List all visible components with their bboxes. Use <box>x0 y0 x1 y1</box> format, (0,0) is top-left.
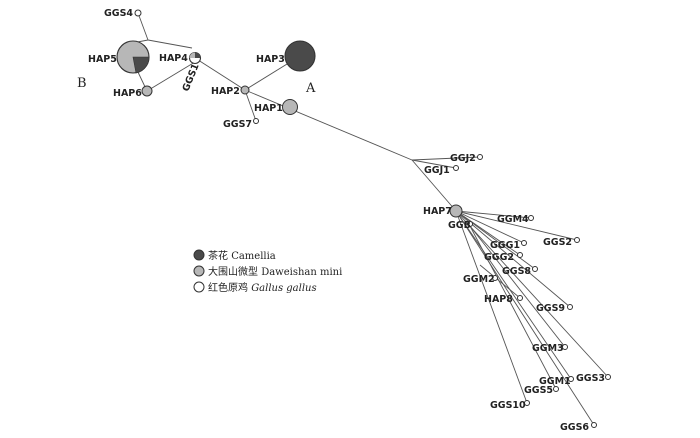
node-ggb <box>467 221 473 227</box>
label-hap4: HAP4 <box>159 53 188 64</box>
label-ggs4: GGS4 <box>104 8 133 19</box>
node-ggs9 <box>567 304 573 310</box>
node-ggm1 <box>568 376 574 382</box>
group-letter-b: B <box>77 76 87 91</box>
edge-hap4-hap2 <box>194 57 246 91</box>
node-labels: GGS4 HAP5 HAP4 GGS1 HAP6 HAP3 HAP2 HAP1 … <box>88 8 605 433</box>
label-ggg1: GGG1 <box>490 240 520 251</box>
node-hap5 <box>116 40 150 74</box>
node-ggs2 <box>574 237 580 243</box>
node-ggs5 <box>553 386 559 392</box>
edge-hap7-ggs2 <box>455 210 578 241</box>
legend-swatch-camellia <box>193 249 205 261</box>
label-hap8: HAP8 <box>484 294 513 305</box>
edge-ggb-ggm3 <box>469 225 566 348</box>
label-hap1: HAP1 <box>254 103 283 114</box>
edge-hap7-ggs9 <box>455 210 571 308</box>
edge-hap7-ggg1 <box>455 210 525 244</box>
edge-hap7-ggs3 <box>455 210 609 378</box>
node-ggm2 <box>492 275 498 281</box>
label-ggs3: GGS3 <box>576 373 605 384</box>
label-ggs5: GGS5 <box>524 385 553 396</box>
network-nodes <box>116 9 611 428</box>
legend-swatch-daweishan <box>193 265 205 277</box>
edge-ggb-ggs5 <box>469 225 557 390</box>
label-ggm3: GGM3 <box>532 343 564 354</box>
legend-label-gallus: 红色原鸡 Gallus gallus <box>208 281 317 294</box>
node-ggm3 <box>562 344 568 350</box>
node-hap4 <box>188 51 202 65</box>
edge-hap5-junction <box>147 39 193 49</box>
node-hap3 <box>284 40 316 72</box>
edge-trunk-ggj2 <box>411 156 481 161</box>
node-ggs8 <box>532 266 538 272</box>
node-hap1 <box>282 99 298 115</box>
network-edges <box>126 12 609 426</box>
edge-hap6-ggs1 <box>146 61 196 92</box>
node-ggs3 <box>605 374 611 380</box>
label-ggm2: GGM2 <box>463 274 495 285</box>
edge-hap2-ggs7 <box>244 89 257 122</box>
edge-ggm2-hap8 <box>479 264 521 299</box>
label-ggs6: GGS6 <box>560 422 589 433</box>
label-hap7: HAP7 <box>423 206 452 217</box>
edge-hap2-trunk <box>244 89 413 161</box>
node-ggm4 <box>528 215 534 221</box>
node-ggs4 <box>134 9 142 17</box>
edge-hap7-ggs8 <box>455 210 536 270</box>
legend-swatch-gallus <box>193 281 205 293</box>
node-hap8 <box>517 295 523 301</box>
label-ggm4: GGM4 <box>497 214 529 225</box>
edge-hap7-ggs10 <box>455 210 528 404</box>
node-ggg1 <box>521 240 527 246</box>
label-ggj2: GGJ2 <box>450 153 476 164</box>
node-ggs7 <box>253 118 259 124</box>
node-ggs10 <box>524 400 530 406</box>
label-ggs7: GGS7 <box>223 119 252 130</box>
edge-hap7-ggm1 <box>455 210 572 380</box>
label-ggs8: GGS8 <box>502 266 531 277</box>
label-hap5: HAP5 <box>88 54 117 65</box>
legend: 茶花 Camellia 大围山微型 Daweishan mini 红色原鸡 Ga… <box>193 249 342 294</box>
label-ggj1: GGJ1 <box>424 165 450 176</box>
node-hap2 <box>240 85 250 95</box>
label-ggs9: GGS9 <box>536 303 565 314</box>
edge-hap7-ggm4 <box>455 210 532 219</box>
label-ggb: GGB <box>448 220 471 231</box>
label-hap3: HAP3 <box>256 54 285 65</box>
node-hap6 <box>141 85 153 97</box>
label-ggm1: GGM1 <box>539 376 571 387</box>
label-ggs1: GGS1 <box>181 62 202 93</box>
group-letter-a: A <box>305 81 316 96</box>
node-ggg2 <box>517 252 523 258</box>
label-ggg2: GGG2 <box>484 252 514 263</box>
node-hap7 <box>449 204 463 218</box>
node-ggs6 <box>591 422 597 428</box>
edge-trunk-ggj1 <box>411 159 457 169</box>
legend-label-daweishan: 大围山微型 Daweishan mini <box>208 265 342 278</box>
edge-ggs4-hap5 <box>137 12 149 41</box>
label-hap6: HAP6 <box>113 88 142 99</box>
label-ggs2: GGS2 <box>543 237 572 248</box>
edge-trunk-hap7 <box>411 159 457 212</box>
label-hap2: HAP2 <box>211 86 240 97</box>
edge-hap7-ggs6 <box>455 210 595 426</box>
label-ggs10: GGS10 <box>490 400 526 411</box>
node-ggj2 <box>477 154 483 160</box>
node-ggj1 <box>453 165 459 171</box>
legend-label-camellia: 茶花 Camellia <box>208 249 276 262</box>
